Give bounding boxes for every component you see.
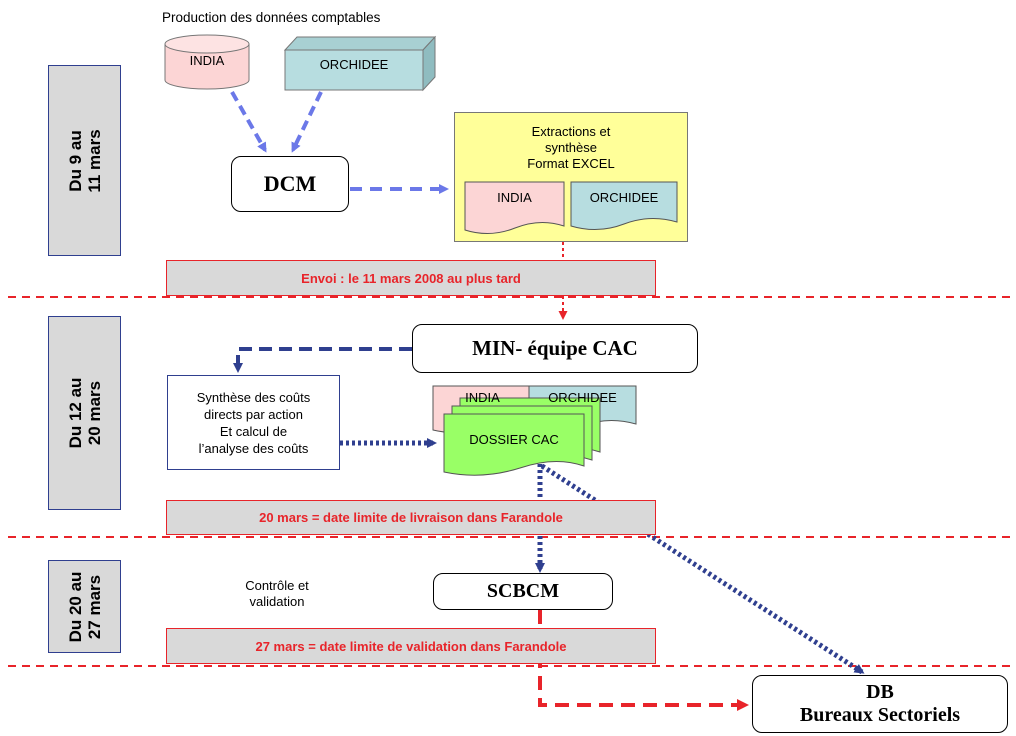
dcm-node: DCM bbox=[231, 156, 349, 212]
controle-line2: validation bbox=[249, 594, 305, 609]
orchidee-source-label: ORCHIDEE bbox=[319, 57, 389, 72]
phase-3-line1: Du 20 au bbox=[65, 571, 85, 642]
arrow-min-synthese bbox=[233, 347, 412, 373]
dossier-cac-front-doc-icon bbox=[443, 413, 585, 476]
phase-3-label: Du 20 au 27 mars bbox=[66, 571, 104, 642]
phase-1: Du 9 au 11 mars bbox=[48, 65, 121, 256]
phase-1-label: Du 9 au 11 mars bbox=[66, 129, 104, 192]
phase-2-label: Du 12 au 20 mars bbox=[66, 378, 104, 449]
extraction-caption: Extractions et synthèse Format EXCEL bbox=[454, 124, 688, 172]
phase-3-line2: 27 mars bbox=[84, 574, 104, 639]
db-line2: Bureaux Sectoriels bbox=[799, 704, 961, 726]
controle-caption: Contrôle et validation bbox=[212, 578, 342, 610]
banner-envoi: Envoi : le 11 mars 2008 au plus tard bbox=[166, 260, 656, 296]
india-database-icon bbox=[164, 34, 250, 90]
synthese-line1: Synthèse des coûts bbox=[196, 389, 311, 405]
phase-2-line1: Du 12 au bbox=[65, 377, 85, 449]
phase-2-line2: 20 mars bbox=[84, 380, 104, 446]
scbcm-node: SCBCM bbox=[433, 573, 613, 610]
extraction-line3: Format EXCEL bbox=[527, 156, 615, 171]
header-title: Production des données comptables bbox=[162, 10, 381, 25]
phase-3: Du 20 au 27 mars bbox=[48, 560, 121, 653]
india-source-label: INDIA bbox=[189, 53, 225, 68]
banner-validation: 27 mars = date limite de validation dans… bbox=[166, 628, 656, 664]
extraction-line1: Extractions et bbox=[531, 124, 611, 139]
synthese-line4: l’analyse des coûts bbox=[198, 440, 309, 456]
arrow-orchidee-dcm bbox=[291, 91, 323, 153]
dossier-orchidee-label: ORCHIDEE bbox=[548, 390, 617, 405]
phase-1-line1: Du 9 au bbox=[65, 129, 85, 192]
phase-2: Du 12 au 20 mars bbox=[48, 316, 121, 510]
extraction-orchidee-label: ORCHIDEE bbox=[589, 190, 659, 205]
dossier-cac-label: DOSSIER CAC bbox=[469, 432, 559, 447]
extraction-orchidee-doc-icon bbox=[570, 181, 678, 230]
dossier-india-label: INDIA bbox=[465, 390, 500, 405]
synthese-line2: directs par action bbox=[204, 406, 303, 422]
extraction-line2: synthèse bbox=[544, 140, 598, 155]
phase-1-line2: 11 mars bbox=[84, 128, 104, 193]
extraction-india-doc-icon bbox=[464, 181, 565, 234]
min-cac-node: MIN- équipe CAC bbox=[412, 324, 698, 373]
db-line1: DB bbox=[866, 681, 894, 703]
orchidee-box-icon bbox=[283, 35, 437, 92]
synthese-note: Synthèse des coûts directs par action Et… bbox=[167, 375, 340, 470]
extraction-india-label: INDIA bbox=[497, 190, 532, 205]
arrow-india-dcm bbox=[230, 91, 267, 153]
db-node: DB Bureaux Sectoriels bbox=[752, 675, 1008, 733]
controle-line1: Contrôle et bbox=[245, 578, 309, 593]
synthese-line3: Et calcul de bbox=[219, 423, 288, 439]
banner-livraison: 20 mars = date limite de livraison dans … bbox=[166, 500, 656, 535]
